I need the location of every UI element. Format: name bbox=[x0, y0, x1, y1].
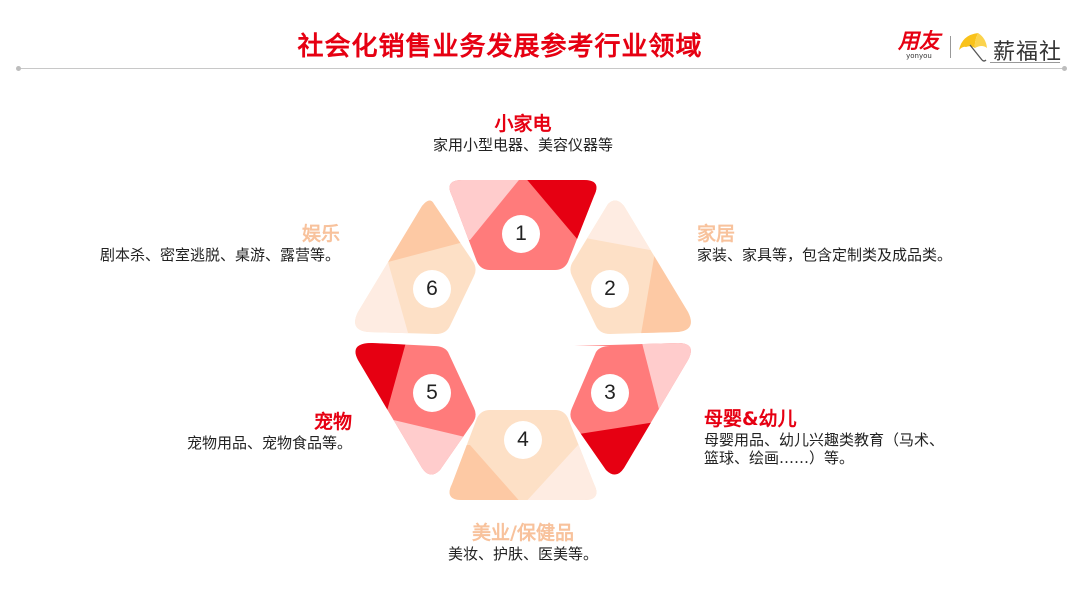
yonyou-logo: 用友 yonyou bbox=[896, 30, 942, 60]
divider-dot-left bbox=[16, 66, 21, 71]
yonyou-logo-en: yonyou bbox=[906, 52, 932, 60]
segment-3-title: 母婴&幼儿 bbox=[704, 408, 797, 430]
segment-6-label: 娱乐 剧本杀、密室逃脱、桌游、露营等。 bbox=[40, 222, 340, 264]
segment-4-title: 美业/保健品 bbox=[472, 522, 574, 544]
segment-4-label: 美业/保健品 美妆、护肤、医美等。 bbox=[420, 521, 626, 563]
segment-2-desc: 家装、家具等，包含定制类及成品类。 bbox=[697, 246, 953, 264]
segment-2-title: 家居 bbox=[697, 223, 736, 245]
segment-1-label: 小家电 家用小型电器、美容仪器等 bbox=[400, 112, 646, 154]
segment-1-shape bbox=[449, 180, 597, 270]
segment-5-label: 宠物 宠物用品、宠物食品等。 bbox=[100, 410, 352, 452]
segment-1-title: 小家电 bbox=[494, 113, 552, 135]
xinfushe-logo-text: 薪福社 bbox=[993, 40, 1063, 65]
logo-underline bbox=[990, 62, 1060, 63]
segment-1-number: 1 bbox=[502, 215, 540, 253]
header-divider bbox=[18, 68, 1064, 69]
segment-3-label: 母婴&幼儿 母婴用品、幼儿兴趣类教育（马术、 篮球、绘画……）等。 bbox=[704, 407, 1004, 467]
segment-5-shape bbox=[355, 343, 476, 475]
segment-1-desc: 家用小型电器、美容仪器等 bbox=[432, 136, 613, 154]
segment-3-desc-line1: 母婴用品、幼儿兴趣类教育（马术、 bbox=[704, 431, 945, 449]
segment-2-number: 2 bbox=[591, 270, 629, 308]
segment-4-number: 4 bbox=[504, 421, 542, 459]
segment-5-number: 5 bbox=[413, 374, 451, 412]
segment-6-number: 6 bbox=[413, 270, 451, 308]
segment-6-title: 娱乐 bbox=[301, 223, 340, 245]
segment-5-title: 宠物 bbox=[313, 411, 352, 433]
segment-4-desc: 美妆、护肤、医美等。 bbox=[447, 545, 598, 563]
page-title: 社会化销售业务发展参考行业领域 bbox=[297, 32, 703, 62]
segment-2-label: 家居 家装、家具等，包含定制类及成品类。 bbox=[697, 222, 997, 264]
yonyou-logo-cn: 用友 bbox=[898, 29, 940, 53]
segment-5-desc: 宠物用品、宠物食品等。 bbox=[186, 434, 352, 452]
segment-3-number: 3 bbox=[591, 374, 629, 412]
logo-separator bbox=[950, 36, 951, 58]
umbrella-icon bbox=[959, 33, 987, 62]
divider-dot-right bbox=[1062, 66, 1067, 71]
segment-6-desc: 剧本杀、密室逃脱、桌游、露营等。 bbox=[99, 246, 340, 264]
segment-3-desc-line2: 篮球、绘画……）等。 bbox=[704, 449, 855, 467]
